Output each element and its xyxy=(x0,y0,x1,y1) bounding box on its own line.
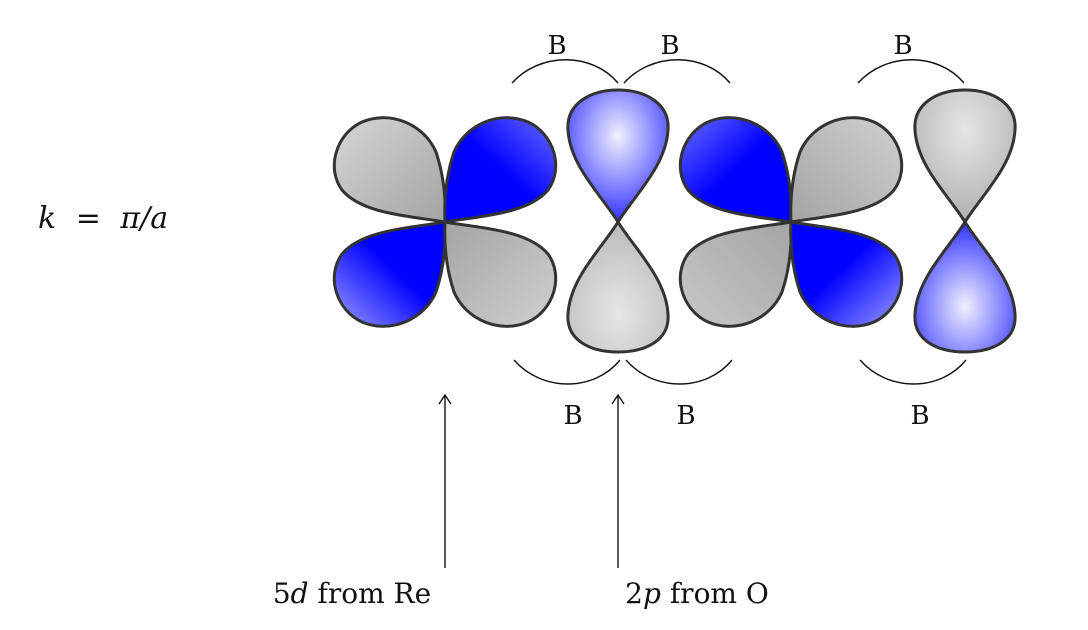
p-lobe-upper xyxy=(913,88,1017,225)
d-lobe-bottom-left xyxy=(332,220,447,328)
arrow-d-orbital xyxy=(438,393,452,568)
bond-arc-top-2 xyxy=(623,59,731,84)
bond-label-top-3: B xyxy=(893,31,912,61)
d-lobe-bottom-right xyxy=(443,220,558,328)
p-orbital-o-1 xyxy=(566,88,670,354)
d-lobe-bottom-right xyxy=(789,220,904,328)
bond-label-bottom-3: B xyxy=(910,401,929,431)
bond-arc-bottom-3 xyxy=(859,359,967,385)
wavevector-label: k = π/a xyxy=(38,201,168,236)
p-orbital-o-2 xyxy=(913,88,1017,354)
wavevector-equals: = xyxy=(76,201,101,236)
p-lobe-upper xyxy=(566,88,670,225)
d-lobe-top-left xyxy=(332,116,447,224)
d-lobe-top-right xyxy=(789,116,904,224)
wavevector-k: k xyxy=(38,201,56,236)
d-orbital-re-2 xyxy=(678,116,904,328)
d-lobe-bottom-left xyxy=(678,220,793,328)
bond-label-bottom-2: B xyxy=(676,401,695,431)
wavevector-value: π/a xyxy=(119,201,168,236)
p-lobe-lower xyxy=(566,219,670,354)
bond-arc-bottom-1 xyxy=(513,359,621,385)
bond-arc-top-3 xyxy=(857,59,965,84)
p-lobe-lower xyxy=(913,219,1017,354)
label-5d-from-re: 5d from Re xyxy=(273,577,431,610)
bond-arc-bottom-2 xyxy=(625,359,733,385)
bond-arc-top-1 xyxy=(511,59,619,84)
d-orbital-re-1 xyxy=(332,116,558,328)
bond-label-top-1: B xyxy=(547,31,566,61)
d-lobe-top-right xyxy=(443,116,558,224)
bond-label-bottom-1: B xyxy=(563,401,582,431)
arrow-p-orbital xyxy=(611,393,625,568)
label-2p-from-o: 2p from O xyxy=(625,577,769,610)
d-lobe-top-left xyxy=(678,116,793,224)
bond-label-top-2: B xyxy=(660,31,679,61)
